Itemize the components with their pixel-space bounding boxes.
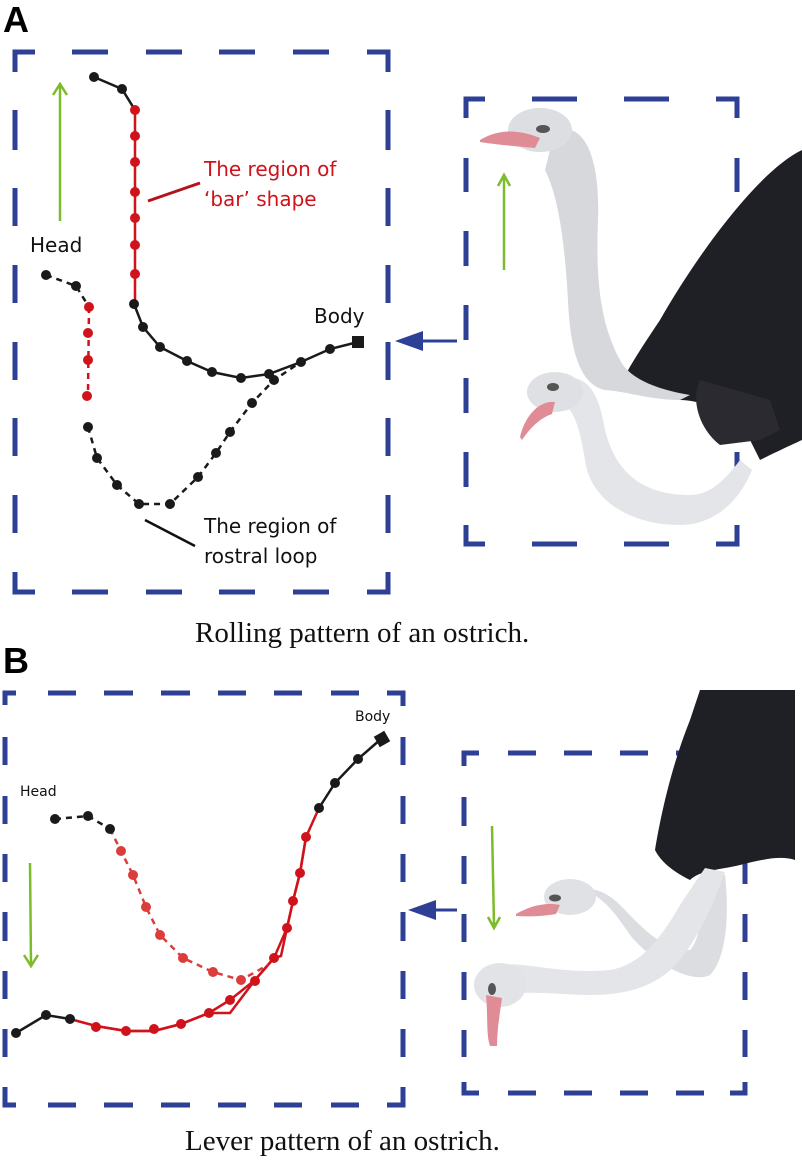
head-label: Head	[20, 784, 57, 800]
ostrich-photo-b	[474, 690, 795, 1046]
panel-b: B Body Head	[2, 640, 795, 1157]
photo-direction-arrow-up-icon	[496, 172, 512, 270]
loop-region-label-line2: rostral loop	[204, 544, 317, 568]
arrow-left-icon	[395, 331, 457, 351]
head-label: Head	[30, 233, 82, 257]
body-anchor-square	[352, 336, 364, 348]
panel-a-caption: Rolling pattern of an ostrich.	[195, 617, 529, 649]
ostrich-photo-a	[480, 108, 802, 525]
bar-region-label-line1: The region of	[203, 157, 337, 181]
photo-direction-arrow-down-icon	[486, 825, 502, 931]
body-anchor-square	[373, 730, 391, 748]
body-label: Body	[314, 304, 365, 328]
bar-region-label-line2: ‘bar’ shape	[204, 187, 317, 211]
body-label: Body	[355, 709, 390, 725]
loop-region-pointer	[144, 518, 196, 548]
panel-a-letter: A	[3, 0, 29, 40]
panel-b-letter: B	[3, 640, 29, 681]
bar-region-pointer	[147, 181, 201, 203]
upright-neck-curve	[89, 72, 364, 383]
direction-arrow-down-icon	[22, 862, 40, 969]
panel-b-diagram-frame	[2, 690, 406, 1108]
panel-b-caption: Lever pattern of an ostrich.	[185, 1125, 500, 1157]
panel-a-diagram-frame	[12, 49, 391, 595]
direction-arrow-up-icon	[51, 81, 69, 221]
arrow-left-icon	[408, 900, 457, 920]
loop-region-label-line1: The region of	[203, 514, 337, 538]
panel-a: A	[3, 0, 802, 649]
lever-dashed-curve	[50, 811, 269, 985]
lever-solid-curve	[11, 730, 391, 1038]
rostral-loop-curve	[41, 270, 302, 509]
